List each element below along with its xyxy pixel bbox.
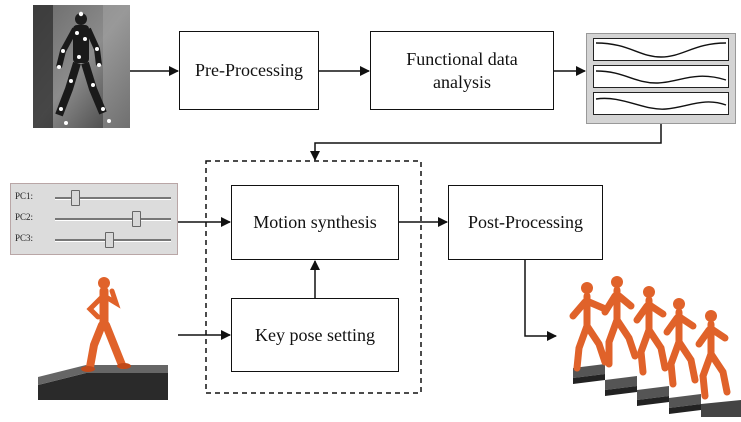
pc2-label: PC2: [15, 212, 34, 222]
pc1-track[interactable] [55, 197, 171, 200]
post-processing-label: Post-Processing [467, 212, 583, 233]
arrow-postprocessing-to-result [524, 260, 557, 341]
motion-synthesis-label: Motion synthesis [253, 212, 377, 233]
stair-walking-sequence [565, 268, 741, 417]
key-pose-setting-label: Key pose setting [255, 324, 375, 345]
waveform-panel [586, 33, 736, 124]
pc2-thumb[interactable] [131, 211, 141, 227]
key-pose-setting-box: Key pose setting [231, 298, 399, 372]
functional-data-analysis-box: Functional data analysis [370, 31, 554, 110]
pre-processing-label: Pre-Processing [195, 60, 303, 81]
waveform-curve-3 [593, 92, 729, 115]
pc-slider-panel: PC1: PC2: PC3: [10, 183, 178, 255]
motion-synthesis-box: Motion synthesis [231, 185, 399, 260]
pc1-label: PC1: [15, 191, 34, 201]
functional-data-analysis-label: Functional data analysis [406, 49, 518, 92]
arrow-waveforms-to-group [310, 124, 662, 161]
mocap-photo [33, 5, 130, 128]
pc3-label: PC3: [15, 233, 34, 243]
synthesis-group-frame [205, 160, 422, 394]
pre-processing-box: Pre-Processing [179, 31, 319, 110]
pc1-thumb[interactable] [71, 190, 81, 206]
waveform-curve-2 [593, 65, 729, 88]
pc3-thumb[interactable] [104, 232, 114, 248]
waveform-curve-1 [593, 38, 729, 61]
pc3-slider-row[interactable]: PC3: [15, 231, 175, 249]
post-processing-box: Post-Processing [448, 185, 603, 260]
pc2-slider-row[interactable]: PC2: [15, 210, 175, 228]
key-pose-figure [38, 273, 168, 400]
pc1-slider-row[interactable]: PC1: [15, 189, 175, 207]
pc2-track[interactable] [55, 218, 171, 221]
